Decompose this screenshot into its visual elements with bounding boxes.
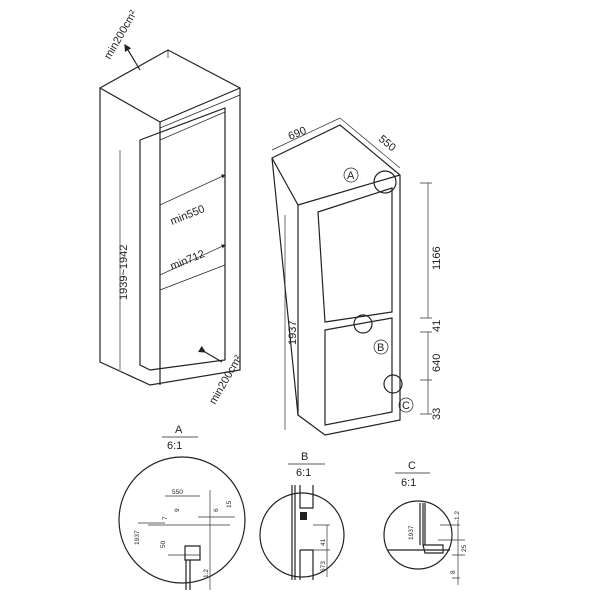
vent-top-label: min200cm² [102,8,140,61]
marker-a-circle [373,170,397,194]
detail-a-dim-1937: 1937 [134,530,141,545]
detail-b-dim-673: 673 [320,561,327,572]
marker-c-label: C [402,400,410,412]
detail-a-scale: 6:1 [167,440,182,452]
marker-c-circle [383,374,403,394]
detail-b-title: B [301,451,308,463]
detail-c-dim-8: 8 [450,570,457,574]
detail-b: B 6:1 41 673 [259,451,345,580]
cabinet-height-label: 1939~1942 [118,245,130,300]
detail-a-dim-7: 7 [162,516,169,520]
width-label: 690 [287,125,309,143]
detail-c-title: C [408,460,416,472]
upper-door-label: 1166 [431,246,443,270]
gap-label: 41 [431,320,443,332]
detail-c-dim-1937: 1937 [408,525,415,540]
detail-b-scale: 6:1 [296,467,311,479]
detail-c-dim-1-2: 1.2 [454,511,461,520]
detail-c: C 6:1 1937 1.2 25 8 [383,460,468,585]
detail-c-dim-25: 25 [461,544,468,552]
cabinet-width-label: min712 [169,248,207,273]
detail-b-gasket [300,512,307,520]
marker-a-label: A [347,170,355,182]
bottom-label: 33 [431,408,443,420]
detail-a-dim-9: 9 [174,508,181,512]
detail-a-dim-550: 550 [172,489,183,496]
detail-a-dim-6: 6 [213,508,220,512]
detail-a: A 6:1 550 7 9 6 15 1937 50 1.2 [118,424,246,590]
cabinet-depth-label: min550 [169,203,207,228]
marker-b-label: B [377,342,384,354]
detail-a-dim-1-2: 1.2 [203,569,210,578]
lower-door-label: 640 [431,354,443,372]
detail-b-dim-41: 41 [320,538,327,546]
height-label: 1937 [287,321,299,345]
detail-a-dim-15: 15 [226,500,233,508]
detail-a-dim-50: 50 [160,540,167,548]
detail-a-title: A [175,424,183,436]
appliance-drawing: A B C 690 550 1937 1166 41 640 33 [271,117,443,436]
detail-c-scale: 6:1 [401,477,416,489]
marker-b-circle [353,314,373,334]
cabinet-drawing: min200cm² min200cm² 1939~1942 min550 min… [99,8,245,407]
